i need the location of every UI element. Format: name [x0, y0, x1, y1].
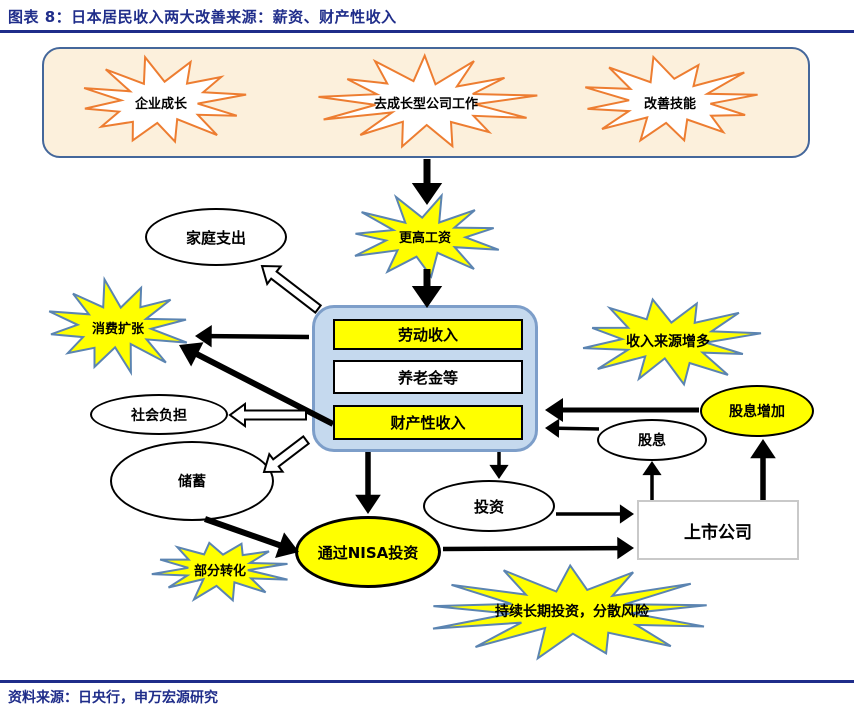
work-at-growth-company-label: 去成长型公司工作: [373, 96, 478, 112]
pension-box: 养老金等: [333, 360, 523, 394]
listed-company-rect: 上市公司: [637, 500, 799, 560]
dividend-increase-ellipse: 股息增加: [700, 385, 814, 437]
starburst-work-at-growth-company: 去成长型公司工作: [310, 50, 542, 154]
labor-income-box: 劳动收入: [333, 319, 523, 350]
footer-divider: [0, 680, 854, 683]
property-income-box: 财产性收入: [333, 405, 523, 440]
starburst-consumption-expansion: 消费扩张: [36, 275, 200, 379]
higher-wage-label: 更高工资: [398, 230, 451, 246]
income-sources-increase-label: 收入来源增多: [626, 334, 710, 350]
social-burden-ellipse: 社会负担: [90, 394, 228, 435]
income-composition-box: 劳动收入 养老金等 财产性收入: [312, 305, 538, 452]
figure-source: 资料来源：日央行，申万宏源研究: [8, 690, 218, 706]
figure-title: 图表 8：日本居民收入两大改善来源：薪资、财产性收入: [8, 8, 397, 26]
starburst-long-term-investment: 持续长期投资，分散风险: [417, 559, 727, 663]
starburst-higher-wage: 更高工资: [340, 191, 510, 281]
company-growth-label: 企业成长: [134, 96, 187, 112]
consumption-expansion-label: 消费扩张: [91, 321, 144, 337]
partial-conversion-label: 部分转化: [193, 563, 246, 579]
savings-ellipse: 储蓄: [110, 441, 274, 521]
starburst-partial-conversion: 部分转化: [140, 533, 300, 605]
investment-ellipse: 投资: [423, 480, 555, 532]
nisa-investment-ellipse: 通过NISA投资: [295, 516, 441, 588]
improve-skills-label: 改善技能: [643, 96, 696, 112]
dividend-ellipse: 股息: [597, 419, 707, 461]
starburst-company-growth: 企业成长: [63, 52, 259, 152]
starburst-improve-skills: 改善技能: [570, 53, 770, 151]
household-expenditure-ellipse: 家庭支出: [145, 208, 287, 266]
title-divider: [0, 30, 854, 33]
long-term-investment-label: 持续长期投资，分散风险: [495, 604, 649, 620]
starburst-income-sources-increase: 收入来源增多: [566, 291, 770, 391]
